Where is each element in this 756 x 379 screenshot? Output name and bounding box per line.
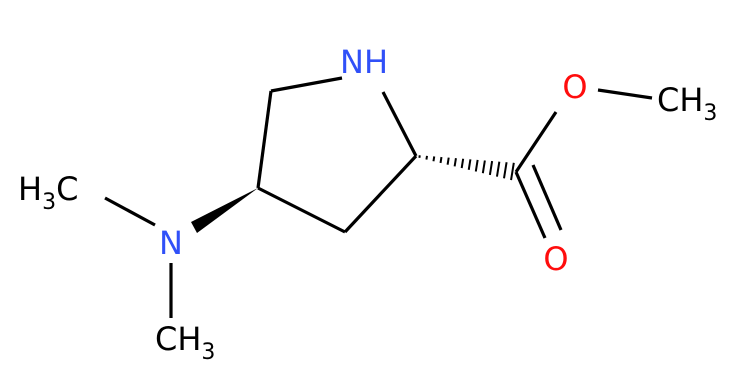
ester-methyl-subscript: 3 [703,101,717,126]
hash-line [432,156,436,162]
bond-o-ch3 [597,88,653,100]
bond-c-o-double-2 [531,164,563,231]
amine-nitrogen-label: N [159,224,183,262]
bond-c-o-ester [514,111,558,173]
hashed-wedge-bond [418,155,515,181]
hash-line [453,158,457,167]
hash-line [481,160,486,174]
hash-line [488,160,494,176]
hash-line [510,162,515,181]
amine-methyl-left-c: C [56,170,78,208]
bond-c4-c3 [257,186,346,234]
hash-line [467,159,472,170]
carbonyl-oxygen-label: O [543,240,568,278]
bond-c5-c4 [256,90,273,189]
bond-c3-c2 [343,154,418,234]
ring-nh-label: NH [340,43,388,81]
hash-line [474,159,479,172]
hash-line [503,162,508,179]
hash-line [425,155,428,160]
amine-methyl-down-subscript: 3 [201,340,215,365]
amine-methyl-down-ch: CH [155,320,201,358]
hash-line [460,158,465,169]
hash-line [495,161,501,177]
ester-methyl-label: CH3 [657,81,717,126]
amine-methyl-down-label: CH3 [155,320,215,365]
amine-methyl-left-h: H [18,170,42,208]
bond-c2-n1 [381,91,418,157]
amine-methyl-left-subscript: 3 [42,190,56,215]
ester-methyl-ch: CH [657,81,703,119]
bond-n1-c5 [270,76,343,93]
solid-wedge-bond [191,188,258,233]
hash-line [446,157,450,165]
bond-c-o-double-1 [514,171,547,239]
hash-line [439,156,443,164]
ester-oxygen-label: O [562,68,587,106]
bond-n-ch3-left [104,196,156,227]
amine-methyl-left-label: H3C [18,170,78,215]
